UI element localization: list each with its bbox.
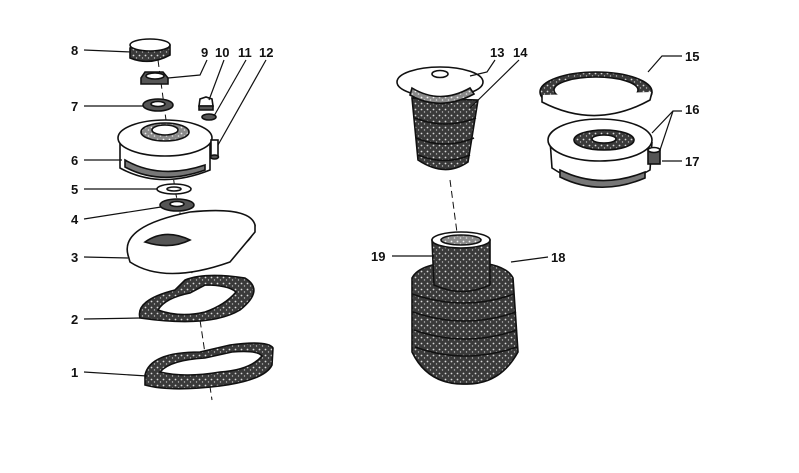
- callout-labels: 8 9 10 11 12 7 6 5 4 3 2 1 13 14 15 16 1…: [71, 43, 699, 380]
- leader-14: [469, 59, 520, 109]
- callout-14: 14: [513, 45, 528, 60]
- callout-10: 10: [215, 45, 229, 60]
- part-4-washer: [159, 198, 195, 212]
- callout-11: 11: [238, 45, 252, 60]
- callout-17: 17: [685, 154, 699, 169]
- leader-8: [83, 49, 132, 53]
- leader-13: [469, 59, 496, 77]
- callout-16: 16: [685, 102, 699, 117]
- part-6-upper-mount: [117, 119, 213, 181]
- part-5-thin-washer: [156, 183, 192, 195]
- part-1-bottom-ring: [144, 342, 274, 390]
- leader-1: [83, 371, 148, 377]
- part-8-cap-nut: [129, 38, 171, 63]
- callout-3: 3: [71, 250, 78, 265]
- leader-15: [647, 55, 682, 73]
- part-2-rubber-pad: [138, 274, 255, 323]
- leader-12: [217, 59, 267, 146]
- callout-9: 9: [201, 45, 208, 60]
- callout-6: 6: [71, 153, 78, 168]
- callout-13: 13: [490, 45, 504, 60]
- callout-12: 12: [259, 45, 273, 60]
- right-assembly-axis: [449, 179, 459, 241]
- part-15-ring-seat: [539, 71, 653, 117]
- part-16-lower-seat: [547, 118, 653, 189]
- callout-1: 1: [71, 365, 78, 380]
- callout-8: 8: [71, 43, 78, 58]
- leader-16b: [659, 110, 674, 151]
- part-10-small-nut: [198, 96, 214, 111]
- leader-10: [208, 59, 225, 101]
- part-13-14-bump-stop: [396, 66, 484, 171]
- leader-18: [510, 256, 549, 263]
- leader-11: [213, 59, 247, 117]
- leader-9: [167, 59, 208, 79]
- part-12-stud-bolt: [209, 139, 220, 160]
- part-17-bolt: [647, 146, 661, 165]
- callout-19: 19: [371, 249, 385, 264]
- callout-15: 15: [685, 49, 699, 64]
- callout-4: 4: [71, 212, 79, 227]
- leader-lines: [83, 49, 682, 377]
- callout-5: 5: [71, 182, 78, 197]
- part-3-spring-seat: [126, 209, 256, 275]
- part-11-small-washer: [201, 113, 217, 121]
- callout-7: 7: [71, 99, 78, 114]
- leader-3: [83, 256, 129, 259]
- part-19-boot-top: [431, 231, 491, 293]
- part-7-washer: [142, 98, 174, 112]
- part-9-nut: [140, 71, 169, 85]
- callout-18: 18: [551, 250, 565, 265]
- leader-2: [83, 317, 141, 320]
- leader-4: [83, 206, 162, 220]
- callout-2: 2: [71, 312, 78, 327]
